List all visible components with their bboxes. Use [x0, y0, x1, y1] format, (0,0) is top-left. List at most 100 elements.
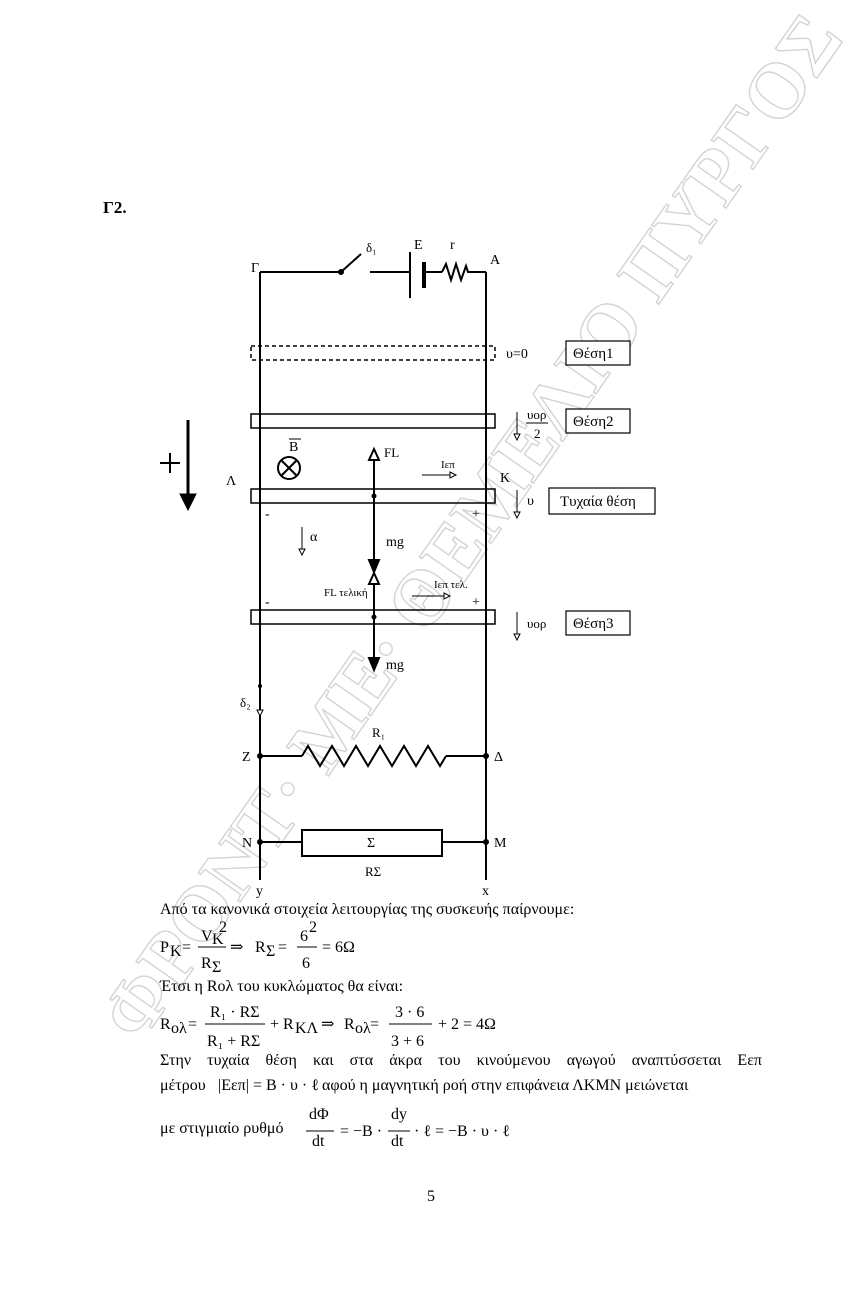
device-label: Σ: [367, 836, 375, 851]
node-Z-label: Ζ: [242, 750, 251, 765]
weight-label: mg: [386, 535, 404, 550]
svg-text:+ 2 = 4Ω: + 2 = 4Ω: [438, 1016, 496, 1033]
svg-text:ολ: ολ: [355, 1020, 371, 1037]
text-line1: Από τα κανονικά στοιχεία λειτουργίας της…: [160, 901, 575, 918]
svg-text:R₁ + RΣ: R₁ + RΣ: [207, 1033, 260, 1050]
node-A-label: Α: [490, 253, 501, 268]
node-N-label: Ν: [242, 836, 252, 851]
svg-text:3 · 6: 3 · 6: [395, 1004, 424, 1021]
node-M-label: Μ: [494, 836, 507, 851]
plus-sign-2: +: [472, 595, 480, 610]
force-FL-label: FL: [384, 445, 399, 460]
v-half-den-label: 2: [534, 426, 541, 441]
minus-sign-1: -: [265, 507, 270, 522]
text-line3: Στην τυχαία θέση και στα άκρα του κινούμ…: [160, 1052, 762, 1069]
svg-text:dt: dt: [391, 1133, 404, 1150]
box-position1: [565, 340, 631, 366]
svg-text:⇒: ⇒: [321, 1016, 334, 1033]
random-position-label: Τυχαία θέση: [560, 494, 636, 510]
svg-text:3 + 6: 3 + 6: [391, 1033, 424, 1050]
section-label: Γ2.: [103, 198, 127, 217]
switch1-blade: [340, 253, 362, 273]
svg-text:Σ: Σ: [266, 943, 275, 960]
text-line5: με στιγμιαίο ρυθμό: [160, 1120, 284, 1137]
internal-r-label: r: [450, 238, 455, 253]
svg-text:=: =: [182, 939, 191, 956]
svg-text:ΚΛ: ΚΛ: [295, 1020, 319, 1037]
induced-current-label: Iεπ: [441, 459, 455, 471]
svg-text:K: K: [212, 931, 224, 948]
svg-text:R: R: [344, 1016, 355, 1033]
axis-y-label: y: [256, 884, 263, 899]
svg-text:R: R: [255, 939, 266, 956]
node-D-dot: [483, 753, 489, 759]
internal-resistor: [441, 260, 486, 284]
svg-text:R₁ · RΣ: R₁ · RΣ: [210, 1004, 260, 1021]
svg-text:dt: dt: [312, 1133, 325, 1150]
node-M-dot: [483, 839, 489, 845]
force-FL-final-label: FL τελική: [324, 587, 368, 599]
R1-label: R₁: [372, 725, 385, 740]
node-D-label: Δ: [494, 750, 503, 765]
position1-label: Θέση1: [573, 346, 614, 362]
emf-label: Ε: [414, 238, 423, 253]
induced-current-final-label: Iεπ τελ.: [434, 579, 468, 591]
switch2-label: δ₂: [240, 695, 251, 710]
v-half-num-label: υορ: [527, 407, 546, 422]
svg-text:+ R: + R: [270, 1016, 294, 1033]
rod-position1: [250, 345, 496, 361]
svg-text:· ℓ = −B · υ · ℓ: · ℓ = −B · υ · ℓ: [414, 1123, 510, 1140]
svg-text:R: R: [201, 955, 212, 972]
text-line4-b: αφού η μαγνητική ροή στην επιφάνεια ΛΚΜΝ…: [322, 1077, 689, 1094]
page-number: 5: [427, 1188, 435, 1205]
v-label: υ: [527, 494, 534, 509]
resistor-R1: [301, 744, 447, 768]
svg-text:R: R: [160, 1016, 171, 1033]
box-position2: [565, 408, 631, 434]
v-term-label: υορ: [527, 616, 546, 631]
svg-text:=: =: [278, 939, 287, 956]
box-position3: [565, 610, 631, 636]
svg-text:K: K: [170, 943, 182, 960]
text-line4-a: μέτρου: [160, 1077, 206, 1094]
svg-text:⇒: ⇒: [230, 939, 243, 956]
device-R-label: RΣ: [365, 864, 381, 879]
position3-label: Θέση3: [573, 616, 614, 632]
v0-label: υ=0: [506, 347, 528, 362]
node-N-dot: [257, 839, 263, 845]
svg-text:2: 2: [219, 919, 227, 936]
svg-text:= 6Ω: = 6Ω: [322, 939, 355, 956]
axis-x-label: x: [482, 884, 489, 899]
node-Z-dot: [257, 753, 263, 759]
B-field-label: B: [289, 440, 298, 455]
svg-text:V: V: [201, 928, 213, 945]
svg-text:6: 6: [302, 955, 310, 972]
switch1-label: δ₁: [366, 240, 377, 255]
switch1-pivot: [338, 269, 344, 275]
node-G-label: Γ: [251, 261, 259, 276]
accel-label: α: [310, 530, 318, 545]
field-into-page-icon: [277, 456, 301, 480]
svg-text:ολ: ολ: [171, 1020, 187, 1037]
svg-text:dy: dy: [391, 1106, 407, 1123]
text-line2: Έτσι η Rολ του κυκλώματος θα είναι:: [160, 978, 404, 995]
svg-text:=: =: [370, 1016, 379, 1033]
rod-position2: [250, 413, 496, 429]
weight-label-3: mg: [386, 658, 404, 673]
box-random-position: [548, 487, 656, 515]
svg-text:=: =: [188, 1016, 197, 1033]
svg-text:2: 2: [309, 919, 317, 936]
plus-sign-1: +: [472, 507, 480, 522]
position2-label: Θέση2: [573, 414, 614, 430]
svg-text:= −B ·: = −B ·: [340, 1123, 382, 1140]
svg-text:6: 6: [300, 928, 308, 945]
minus-sign-2: -: [265, 595, 270, 610]
node-K-label: Κ: [500, 471, 510, 486]
node-L-label: Λ: [226, 474, 237, 489]
equation-3: |Eεπ| = B · υ · ℓ: [218, 1077, 319, 1094]
